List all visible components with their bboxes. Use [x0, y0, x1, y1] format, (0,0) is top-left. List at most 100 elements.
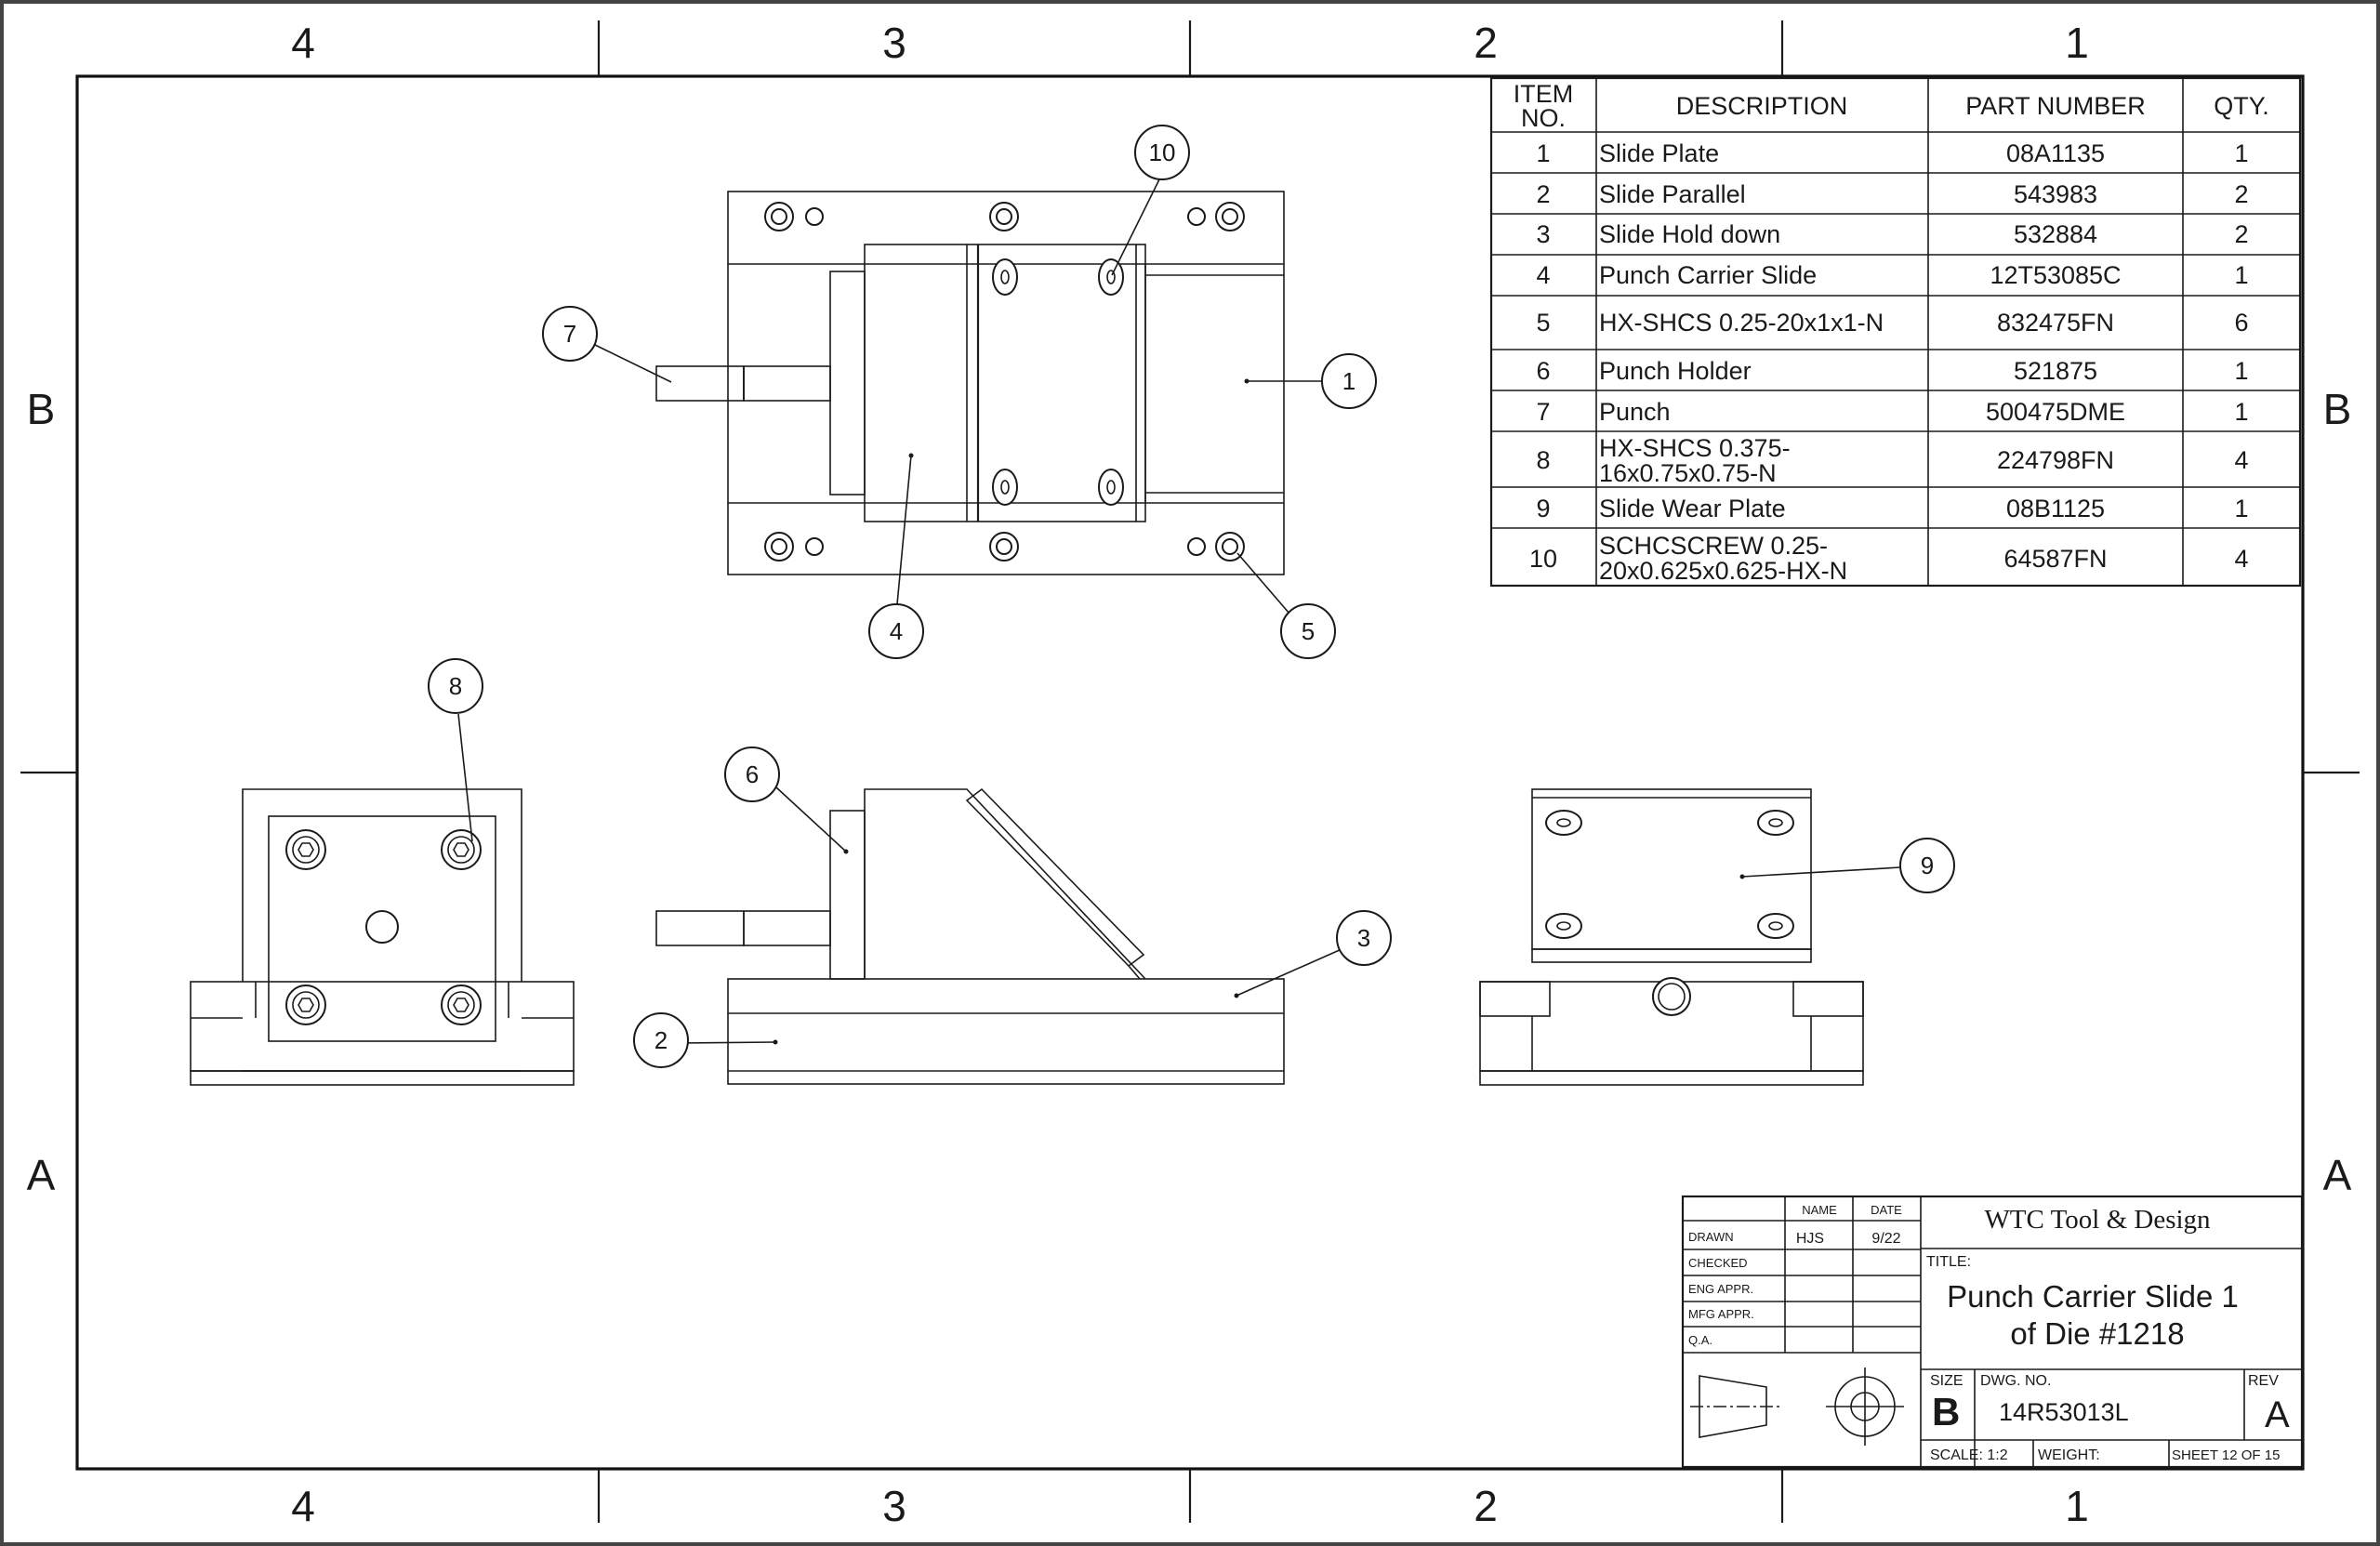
bom-description-line1: SCHCSCREW 0.25- — [1599, 532, 1828, 560]
balloon-2: 2 — [633, 1012, 689, 1068]
balloon-9: 9 — [1899, 838, 1955, 893]
tb-row-label: Q.A. — [1688, 1333, 1712, 1347]
tb-dwg-value: 14R53013L — [1999, 1398, 2129, 1426]
bom-description: Slide Plate — [1599, 139, 1719, 167]
bom-row: 7 Punch 500475DME 1 — [1536, 398, 2248, 426]
balloon-label: 2 — [654, 1026, 668, 1054]
top-view — [655, 191, 1285, 575]
screw-slot-icon — [992, 469, 1018, 506]
bom-description-line2: 16x0.75x0.75-N — [1599, 459, 1777, 487]
carrier-slide-profile — [864, 788, 1146, 980]
bom-grid — [1491, 78, 2300, 586]
dowel-hole-icon — [1187, 537, 1206, 556]
bom-qty: 1 — [2234, 398, 2248, 426]
front-view — [655, 787, 1285, 1085]
tb-company: WTC Tool & Design — [1984, 1205, 2211, 1235]
zone-col-top-3: 3 — [882, 19, 906, 67]
screw-head-icon — [989, 202, 1019, 231]
bom-header-description: DESCRIPTION — [1676, 92, 1848, 120]
tb-row-label: MFG APPR. — [1688, 1307, 1754, 1321]
bom-qty: 1 — [2234, 495, 2248, 522]
zone-col-top-2: 2 — [1474, 19, 1498, 67]
screw-slot-icon — [1098, 258, 1124, 296]
bom-row: 10 SCHCSCREW 0.25- 20x0.625x0.625-HX-N 6… — [1529, 532, 2249, 585]
tb-title-line2: of Die #1218 — [2010, 1316, 2184, 1351]
tb-scale: SCALE: 1:2 — [1930, 1447, 2008, 1463]
screw-slot-icon — [1757, 810, 1794, 836]
bom-qty: 4 — [2234, 545, 2248, 573]
bom-part-number: 832475FN — [1997, 309, 2114, 337]
tb-title-line1: Punch Carrier Slide 1 — [1947, 1279, 2239, 1314]
zone-col-bottom-1: 1 — [2065, 1482, 2089, 1530]
tb-sheet: SHEET 12 OF 15 — [2172, 1447, 2280, 1463]
bom-table: ITEM NO. DESCRIPTION PART NUMBER QTY. 1 … — [1489, 76, 2302, 588]
bom-qty: 2 — [2234, 220, 2248, 248]
bom-part-number: 224798FN — [1997, 446, 2114, 474]
bom-header-item: ITEM — [1514, 80, 1574, 108]
screw-head-icon — [764, 202, 794, 231]
tb-col-name: NAME — [1802, 1203, 1837, 1217]
tb-dwg-label: DWG. NO. — [1980, 1373, 2051, 1389]
side-view — [1479, 788, 1864, 1086]
tb-title-label: TITLE: — [1926, 1254, 1971, 1270]
dowel-hole-icon — [805, 207, 824, 226]
hex-screw-icon — [285, 984, 326, 1025]
bom-row: 1 Slide Plate 08A1135 1 — [1536, 139, 2248, 167]
bom-description: HX-SHCS 0.25-20x1x1-N — [1599, 309, 1884, 337]
bom-item: 8 — [1536, 446, 1550, 474]
balloon-5: 5 — [1280, 603, 1336, 659]
dowel-hole-icon — [805, 537, 824, 556]
tb-row-label: CHECKED — [1688, 1256, 1748, 1270]
bom-description-line1: HX-SHCS 0.375- — [1599, 434, 1791, 462]
balloon-6: 6 — [724, 747, 780, 802]
tb-row-name: HJS — [1796, 1231, 1824, 1247]
projection-symbol-icon — [1690, 1368, 1904, 1446]
bom-description: Punch Holder — [1599, 357, 1752, 385]
bom-item: 5 — [1536, 309, 1550, 337]
bom-header-part-number: PART NUMBER — [1965, 92, 2146, 120]
bom-part-number: 521875 — [2014, 357, 2097, 385]
bom-item: 6 — [1536, 357, 1550, 385]
balloon-label: 5 — [1302, 617, 1315, 645]
end-view — [190, 788, 575, 1086]
bom-qty: 2 — [2234, 180, 2248, 208]
zone-col-bottom-4: 4 — [291, 1482, 315, 1530]
bom-description: Slide Parallel — [1599, 180, 1746, 208]
bom-qty: 1 — [2234, 357, 2248, 385]
bom-part-number: 543983 — [2014, 180, 2097, 208]
balloon-label: 7 — [563, 320, 576, 348]
bom-qty: 1 — [2234, 261, 2248, 289]
balloon-4: 4 — [868, 603, 924, 659]
balloon-label: 1 — [1342, 367, 1355, 395]
balloon-label: 6 — [746, 760, 759, 788]
bom-item: 9 — [1536, 495, 1550, 522]
bom-item: 7 — [1536, 398, 1550, 426]
tb-row-label: DRAWN — [1688, 1230, 1734, 1244]
bom-qty: 4 — [2234, 446, 2248, 474]
bom-part-number: 64587FN — [2003, 545, 2107, 573]
bom-item: 4 — [1536, 261, 1550, 289]
wear-plate-angled — [965, 787, 1145, 968]
zone-ticks — [20, 20, 2360, 1523]
screw-head-icon — [764, 532, 794, 562]
dowel-hole-icon — [1187, 207, 1206, 226]
bom-header-qty: QTY. — [2214, 92, 2269, 120]
punch-top — [655, 365, 745, 402]
punch-hole-icon — [365, 910, 399, 944]
bom-row: 4 Punch Carrier Slide 12T53085C 1 — [1536, 261, 2248, 289]
bom-row: 5 HX-SHCS 0.25-20x1x1-N 832475FN 6 — [1536, 309, 2248, 337]
bom-part-number: 08A1135 — [2006, 139, 2105, 167]
punch-holder-stub-top — [743, 365, 831, 402]
zone-row-right-A: A — [2323, 1151, 2352, 1199]
bom-part-number: 500475DME — [1986, 398, 2125, 426]
bom-part-number: 532884 — [2014, 220, 2097, 248]
hex-screw-icon — [441, 829, 482, 870]
hex-screw-icon — [285, 829, 326, 870]
zone-col-top-1: 1 — [2065, 19, 2089, 67]
punch-holder-front — [829, 810, 866, 980]
balloon-label: 8 — [449, 672, 462, 700]
screw-head-icon — [989, 532, 1019, 562]
tb-rev-value: A — [2265, 1394, 2290, 1435]
